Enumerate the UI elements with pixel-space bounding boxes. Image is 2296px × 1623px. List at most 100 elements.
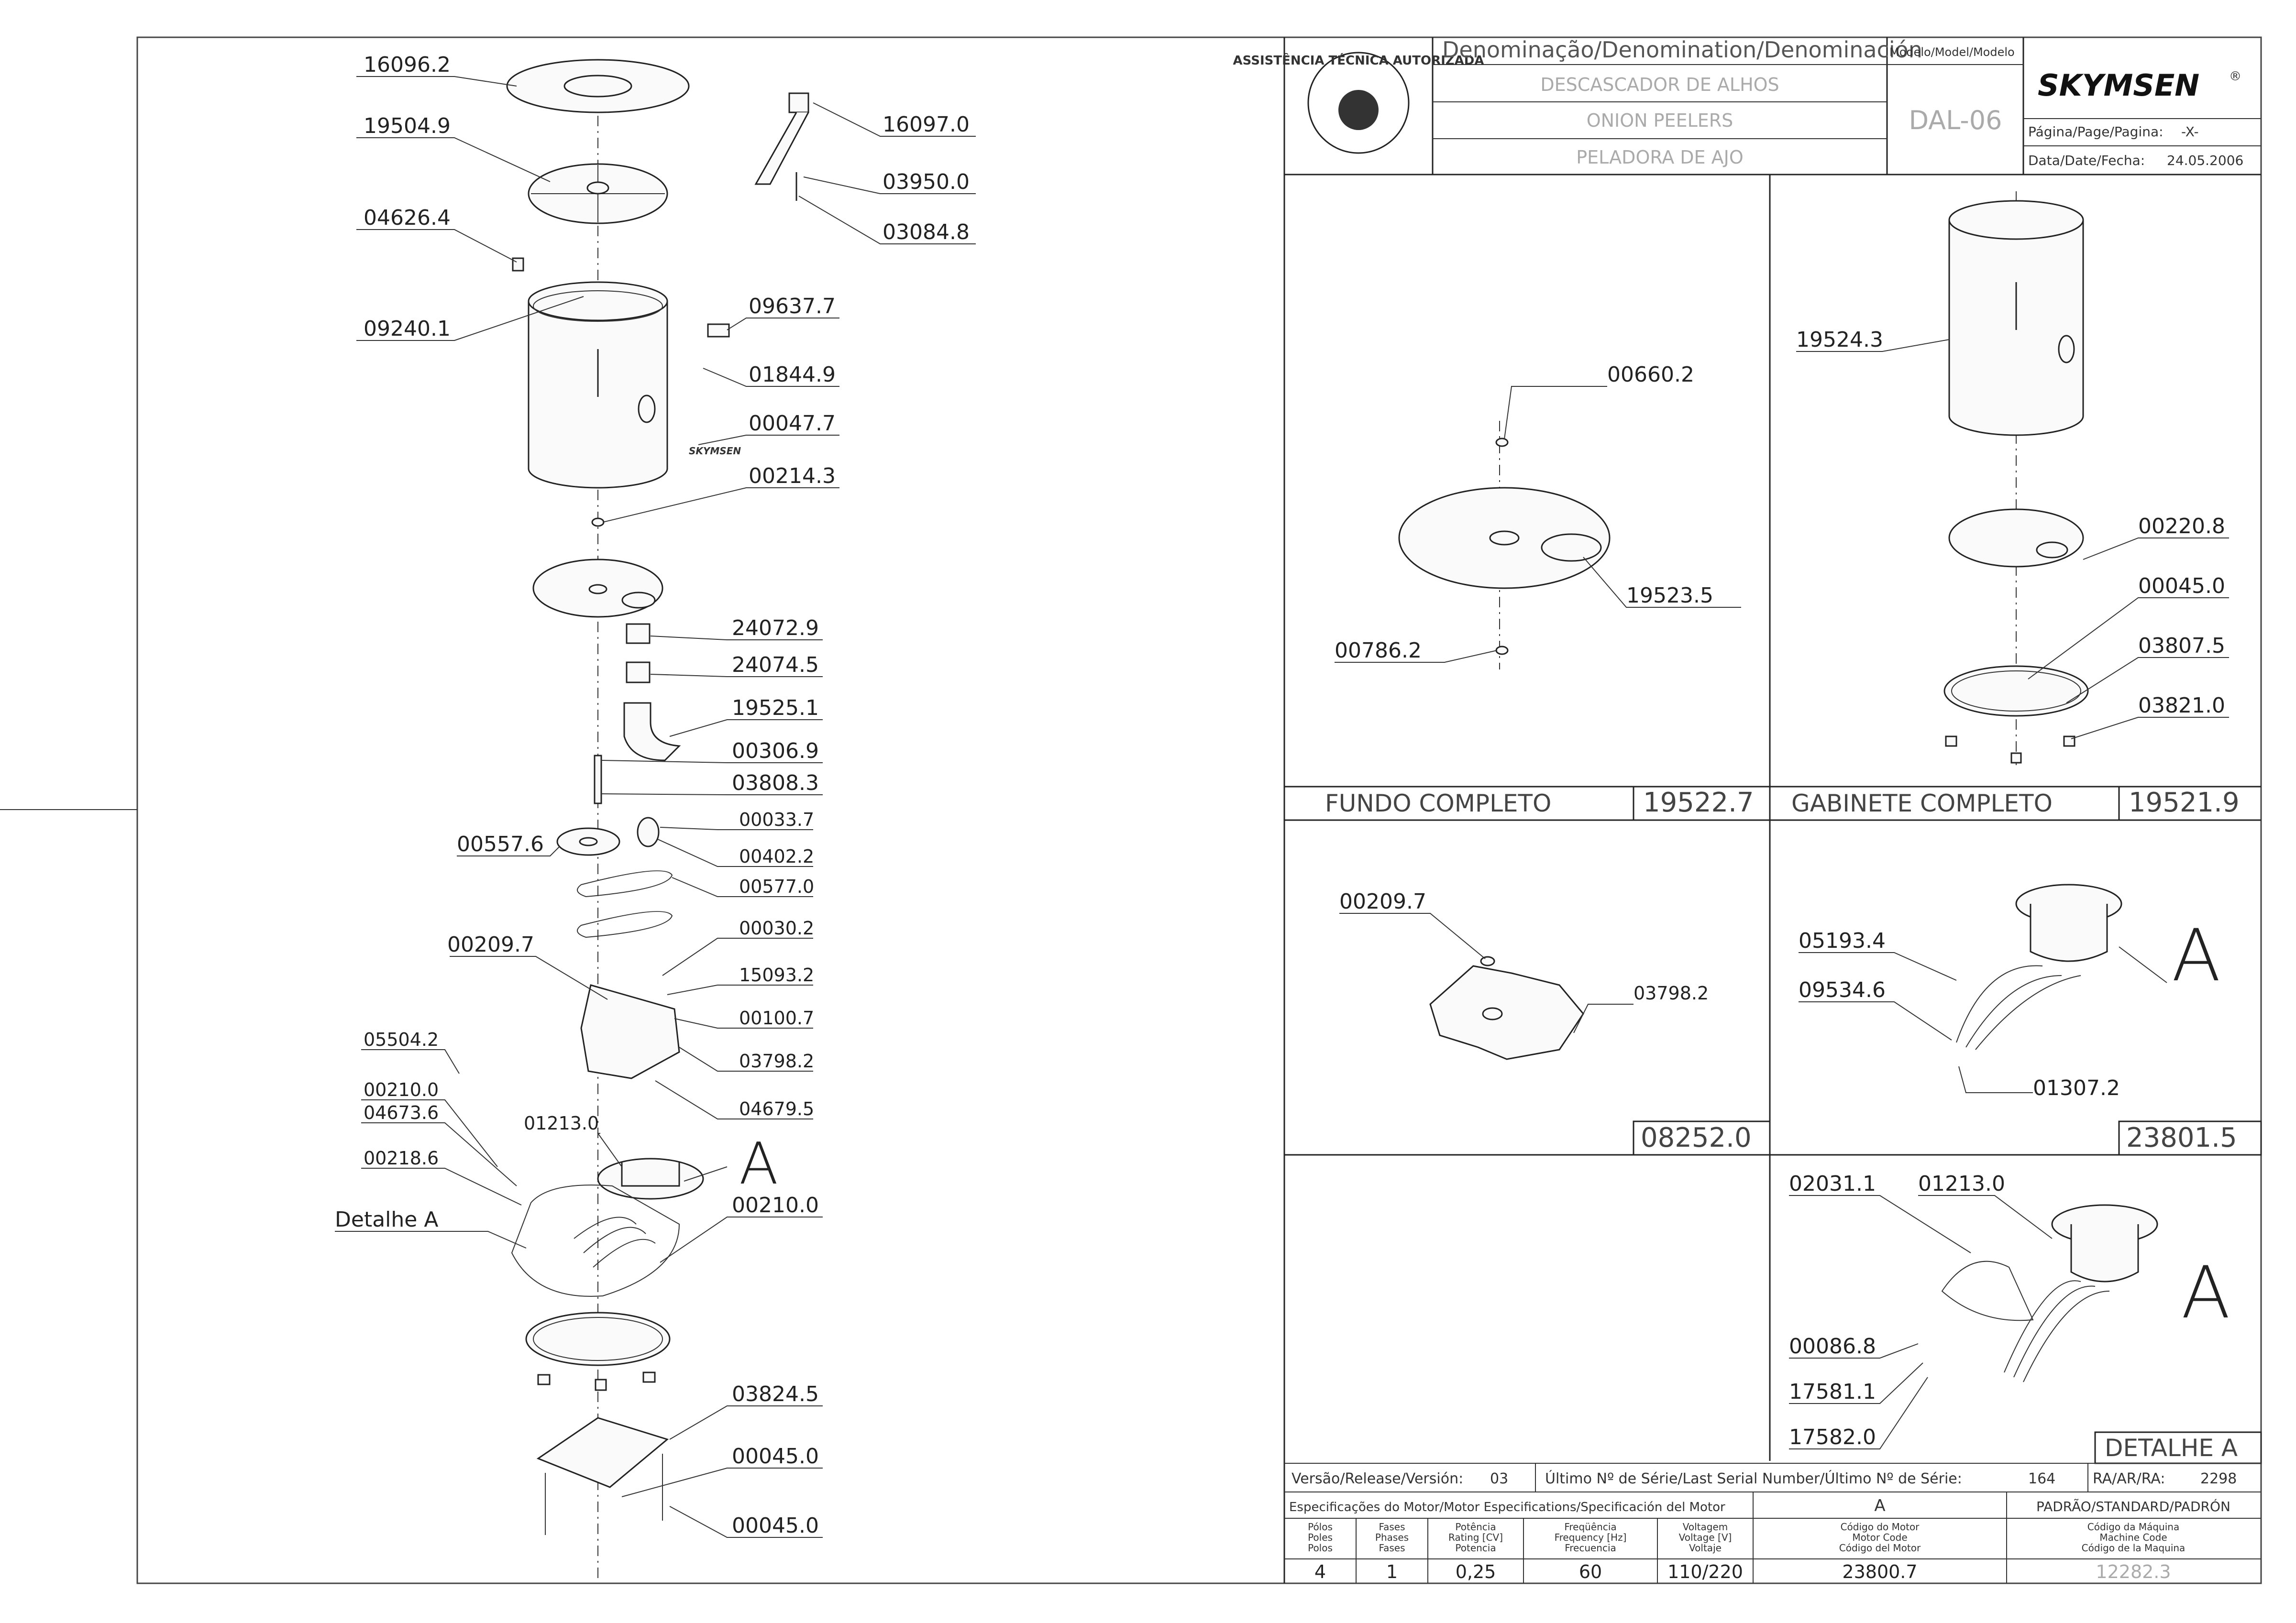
detail-motor-body <box>2070 1224 2139 1283</box>
gabinete-base-inner <box>1951 670 2081 712</box>
gabinete-callout-03807-5: 03807.5 <box>2138 634 2225 658</box>
panel-motor: 05193.4 09534.6 01307.2 A 23801.5 <box>1799 884 2262 1156</box>
bottom-disk-hub <box>588 584 607 594</box>
gabinete-title: GABINETE COMPLETO <box>1791 790 2053 817</box>
date-label: Data/Date/Fecha: <box>2028 153 2145 168</box>
voltage-h1: Voltagem <box>1683 1521 1728 1533</box>
motor-code-h2: Motor Code <box>1852 1532 1907 1543</box>
page-value: -X- <box>2181 124 2199 140</box>
motor-callout-09534-6: 09534.6 <box>1799 978 1886 1002</box>
callout-16097-0: 16097.0 <box>883 112 970 137</box>
callout-00218-6: 00218.6 <box>364 1148 439 1169</box>
main-leaders <box>335 76 976 1538</box>
cylinder-rim <box>528 281 668 321</box>
bottom-disk-hole <box>621 592 656 609</box>
frequency-value: 60 <box>1579 1561 1602 1582</box>
callout-19525-1: 19525.1 <box>732 696 819 720</box>
voltage-h3: Voltaje <box>1689 1542 1722 1554</box>
main-exploded-view: SKYMSEN <box>335 53 976 1578</box>
detail-callout-17582-0: 17582.0 <box>1789 1425 1876 1449</box>
callout-00557-6: 00557.6 <box>457 832 544 856</box>
motor-code-value: 23800.7 <box>1842 1561 1917 1582</box>
elbow-19525 <box>623 702 681 761</box>
footer-grid <box>1284 1463 2261 1583</box>
motor-leaders <box>1799 946 2167 1093</box>
fundo-bottom-bushing <box>1495 646 1509 655</box>
gabinete-disk <box>1948 508 2084 568</box>
name-portuguese: DESCASCADOR DE ALHOS <box>1540 74 1779 95</box>
plate-bushing <box>1480 956 1495 966</box>
machine-code-h1: Código da Máquina <box>2087 1521 2179 1533</box>
base-ring <box>525 1312 671 1366</box>
foot-left <box>537 1374 551 1385</box>
motor-plate <box>580 984 680 1079</box>
callout-01213-0: 01213.0 <box>524 1113 599 1134</box>
callout-00047-7: 00047.7 <box>749 411 836 436</box>
panel-fundo: 00660.2 19523.5 00786.2 FUNDO COMPLETO 1… <box>1325 362 1754 820</box>
ra-value: 2298 <box>2200 1470 2237 1487</box>
panel-plate: 00209.7 03798.2 08252.0 <box>1339 889 1771 1156</box>
panel-gabinete: 19524.3 00220.8 00045.0 03807.5 03821.0 … <box>1791 191 2240 820</box>
callout-03824-5: 03824.5 <box>732 1382 819 1406</box>
callout-03798-2: 03798.2 <box>739 1051 814 1072</box>
callout-00100-7: 00100.7 <box>739 1008 814 1029</box>
callout-00210-0-a: 00210.0 <box>364 1079 439 1100</box>
motor-housing <box>597 1158 704 1200</box>
detail-callout-00086-8: 00086.8 <box>1789 1334 1876 1359</box>
motor-code-h1: Código do Motor <box>1841 1521 1920 1533</box>
poles-h1: Pólos <box>1308 1521 1333 1533</box>
rating-h2: Rating [CV] <box>1448 1532 1503 1543</box>
motor-code-h3: Código del Motor <box>1839 1542 1921 1554</box>
gabinete-foot-center <box>2010 752 2022 764</box>
voltage-value: 110/220 <box>1667 1561 1743 1582</box>
fundo-leaders <box>1335 386 1741 663</box>
callout-00214-3: 00214.3 <box>749 464 836 488</box>
footer-block: Versão/Release/Versión: 03 Último Nº de … <box>1284 1463 2261 1583</box>
gabinete-foot-left <box>1945 735 1957 747</box>
poles-h2: Poles <box>1308 1532 1333 1543</box>
callout-24074-5: 24074.5 <box>732 653 819 677</box>
spec-col-frequency: Freqüência Frequency [Hz] Frecuencia 60 <box>1555 1521 1627 1582</box>
callout-04679-5: 04679.5 <box>739 1098 814 1119</box>
callout-16096-2: 16096.2 <box>364 53 451 77</box>
bracket-arm <box>754 112 809 185</box>
detail-letter: A <box>2181 1251 2230 1335</box>
gabinete-callout-19524-3: 19524.3 <box>1796 328 1883 352</box>
base-ring-inner <box>533 1317 663 1361</box>
plate-code-box <box>1633 1120 1771 1156</box>
motor-callout-01307-2: 01307.2 <box>2033 1076 2120 1100</box>
name-spanish: PELADORA DE AJO <box>1576 147 1744 168</box>
fundo-top-bushing <box>1495 438 1509 447</box>
spec-col-phases: Fases Phases Fases 1 <box>1375 1521 1409 1582</box>
callout-04673-6: 04673.6 <box>364 1102 439 1123</box>
plate-callout-03798-2: 03798.2 <box>1634 983 1709 1004</box>
callout-09637-7: 09637.7 <box>749 294 836 318</box>
frequency-h1: Freqüência <box>1564 1521 1616 1533</box>
spec-col-poles: Pólos Poles Polos 4 <box>1308 1521 1333 1582</box>
callout-03808-3: 03808.3 <box>732 771 819 795</box>
cylinder-inner-rim <box>533 290 663 322</box>
gabinete-rim <box>1948 200 2084 240</box>
machine-code-value: 12282.3 <box>2096 1561 2171 1582</box>
gabinete-disk-hole <box>2036 541 2068 559</box>
spec-col-voltage: Voltagem Voltage [V] Voltaje 110/220 <box>1667 1521 1743 1582</box>
top-cover-hole <box>563 75 632 98</box>
version-value: 03 <box>1490 1470 1508 1487</box>
belt-lower <box>577 911 673 938</box>
rating-value: 0,25 <box>1456 1561 1496 1582</box>
poles-h3: Polos <box>1308 1542 1333 1554</box>
callout-05504-2: 05504.2 <box>364 1029 439 1050</box>
date-value: 24.05.2006 <box>2167 153 2243 168</box>
detail-bracket <box>1941 1261 2034 1321</box>
sleeve-24072 <box>626 623 651 644</box>
phases-h3: Fases <box>1379 1542 1405 1554</box>
detail-callout-17581-1: 17581.1 <box>1789 1380 1876 1404</box>
fundo-code: 19522.7 <box>1643 787 1754 818</box>
gabinete-code: 19521.9 <box>2129 787 2240 818</box>
callout-00402-2: 00402.2 <box>739 846 814 867</box>
motor-spec-label: Especificações do Motor/Motor Especifica… <box>1289 1500 1725 1514</box>
callout-00045-0-b: 00045.0 <box>732 1513 819 1538</box>
machine-code-h2: Machine Code <box>2099 1532 2167 1543</box>
serial-value: 164 <box>2028 1470 2055 1487</box>
stamp-text: ASSISTÊNCIA TÉCNICA AUTORIZADA <box>1233 53 1484 68</box>
